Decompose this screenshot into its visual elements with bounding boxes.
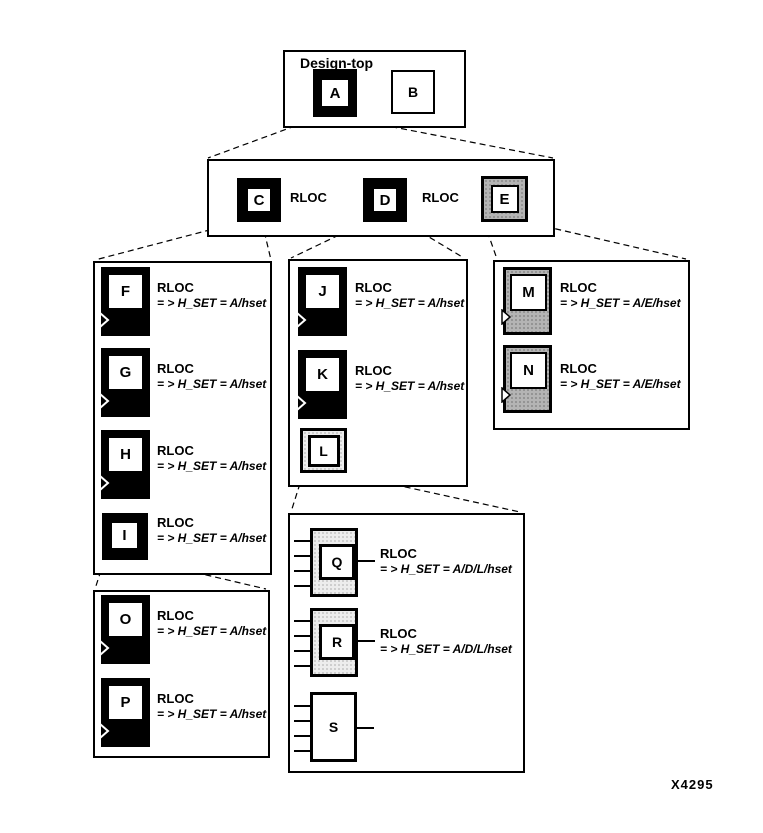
- port-chevron-icon: [99, 475, 110, 491]
- block-A: A: [313, 69, 357, 117]
- block-D-label: D: [374, 189, 396, 211]
- block-Q-annotation: RLOC = > H_SET = A/D/L/hset: [380, 546, 512, 576]
- l-children-box: Q RLOC = > H_SET = A/D/L/hset R RLOC = >…: [288, 513, 525, 773]
- block-B: B: [391, 70, 435, 114]
- block-E-label: E: [490, 185, 519, 213]
- input-pin: [294, 650, 310, 652]
- block-S: S: [294, 692, 374, 762]
- block-R-annotation: RLOC = > H_SET = A/D/L/hset: [380, 626, 512, 656]
- block-H-annotation: RLOC = > H_SET = A/hset: [157, 443, 267, 473]
- input-pin: [294, 540, 310, 542]
- block-K: K: [296, 350, 347, 419]
- block-D: D: [363, 178, 407, 222]
- block-G-label: G: [109, 356, 142, 389]
- port-chevron-icon: [99, 723, 110, 739]
- input-pin: [294, 555, 310, 557]
- port-chevron-icon: [99, 393, 110, 409]
- input-pin: [294, 750, 310, 752]
- block-J-label: J: [306, 275, 339, 308]
- block-P: P: [99, 678, 150, 747]
- port-chevron-icon: [296, 312, 307, 328]
- block-C-rloc: RLOC: [290, 190, 327, 205]
- output-pin: [358, 640, 375, 642]
- block-L-label: L: [307, 434, 340, 467]
- block-R-label: R: [319, 624, 355, 660]
- block-L: L: [300, 428, 347, 473]
- block-H: H: [99, 430, 150, 499]
- input-pin: [294, 705, 310, 707]
- input-pin: [294, 720, 310, 722]
- block-C-label: C: [248, 189, 270, 211]
- input-pin: [294, 665, 310, 667]
- port-chevron-icon: [501, 309, 512, 325]
- block-C: C: [237, 178, 281, 222]
- block-S-label: S: [328, 719, 339, 735]
- block-J-annotation: RLOC = > H_SET = A/hset: [355, 280, 465, 310]
- input-pin: [294, 635, 310, 637]
- input-pin: [294, 735, 310, 737]
- block-N: N: [501, 345, 552, 413]
- input-pin: [294, 570, 310, 572]
- block-I: I: [102, 513, 148, 560]
- block-O-annotation: RLOC = > H_SET = A/hset: [157, 608, 267, 638]
- block-F-label: F: [109, 275, 142, 308]
- block-P-label: P: [109, 686, 142, 719]
- design-top-title: Design-top: [300, 55, 374, 71]
- i-children-box: O RLOC = > H_SET = A/hset P RLOC = > H_S…: [93, 590, 270, 758]
- block-R: R: [294, 608, 375, 677]
- block-M-label: M: [510, 274, 547, 311]
- input-pin: [294, 620, 310, 622]
- block-K-annotation: RLOC = > H_SET = A/hset: [355, 363, 465, 393]
- block-O: O: [99, 595, 150, 664]
- block-G-annotation: RLOC = > H_SET = A/hset: [157, 361, 267, 391]
- input-pin: [294, 585, 310, 587]
- block-O-label: O: [109, 603, 142, 636]
- block-M: M: [501, 267, 552, 335]
- block-E: E: [481, 176, 528, 222]
- port-chevron-icon: [501, 387, 512, 403]
- level2-box: C RLOC D RLOC E: [207, 159, 555, 237]
- block-Q: Q: [294, 528, 375, 597]
- block-D-rloc: RLOC: [422, 190, 459, 205]
- block-I-label: I: [112, 523, 137, 548]
- port-chevron-icon: [99, 312, 110, 328]
- e-children-box: M RLOC = > H_SET = A/E/hset N RLOC = > H…: [493, 260, 690, 430]
- output-pin: [358, 560, 375, 562]
- block-M-annotation: RLOC = > H_SET = A/E/hset: [560, 280, 681, 310]
- block-J: J: [296, 267, 347, 336]
- c-children-box: F RLOC = > H_SET = A/hset G RLOC = > H_S…: [93, 261, 272, 575]
- block-Q-label: Q: [319, 544, 355, 580]
- block-G: G: [99, 348, 150, 417]
- design-top-box: Design-top A B: [283, 50, 466, 128]
- block-K-label: K: [306, 358, 339, 391]
- block-I-annotation: RLOC = > H_SET = A/hset: [157, 515, 267, 545]
- block-N-label: N: [510, 352, 547, 389]
- block-A-label: A: [322, 80, 348, 106]
- block-P-annotation: RLOC = > H_SET = A/hset: [157, 691, 267, 721]
- d-children-box: J RLOC = > H_SET = A/hset K RLOC = > H_S…: [288, 259, 468, 487]
- block-F-annotation: RLOC = > H_SET = A/hset: [157, 280, 267, 310]
- figure-number: X4295: [671, 777, 714, 792]
- block-F: F: [99, 267, 150, 336]
- block-B-label: B: [407, 84, 419, 100]
- block-H-label: H: [109, 438, 142, 471]
- block-N-annotation: RLOC = > H_SET = A/E/hset: [560, 361, 681, 391]
- port-chevron-icon: [99, 640, 110, 656]
- port-chevron-icon: [296, 395, 307, 411]
- output-pin: [357, 727, 374, 729]
